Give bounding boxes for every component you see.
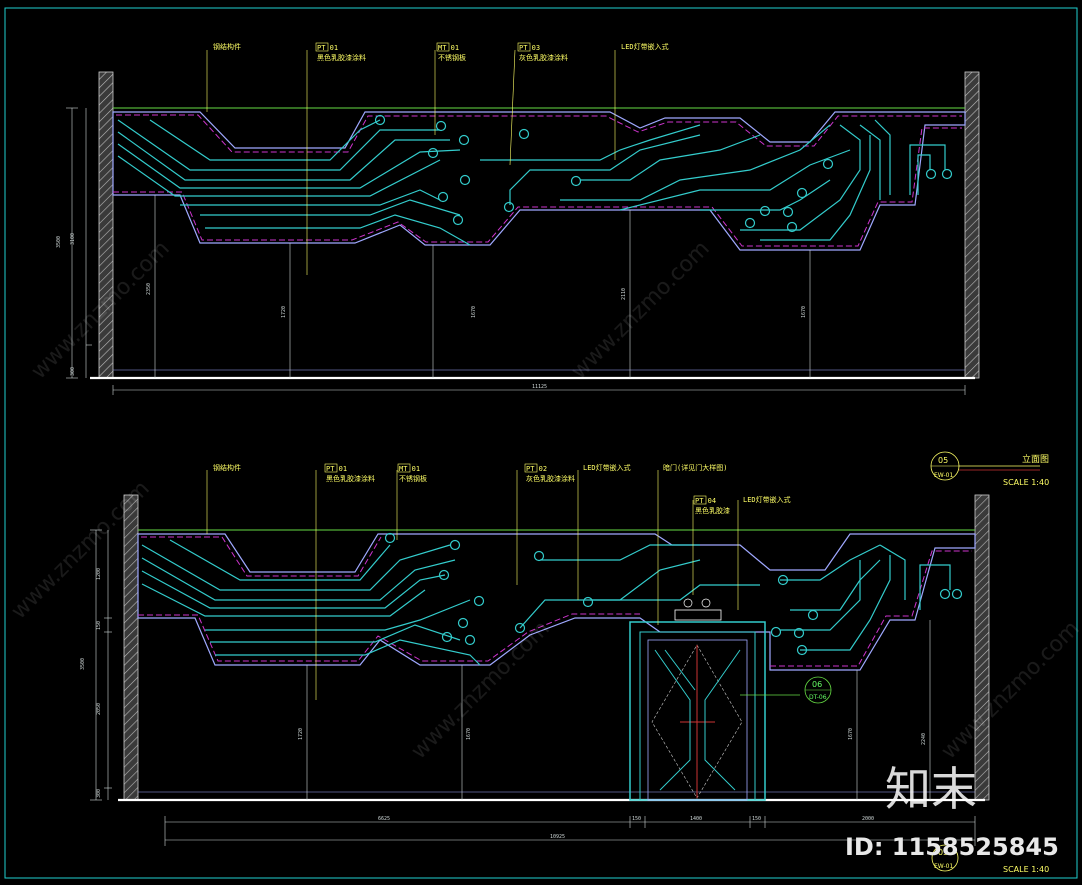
watermark-site-2: www.znzmo.com <box>567 236 715 384</box>
door-detail-bubble: 06 DT-06 <box>804 676 832 704</box>
dim-b-h-2: 1400 <box>690 816 702 822</box>
tags-top: 钢结构件 PT 01 黑色乳胶漆涂料 MT 01 不锈钢板 PT 03 灰色乳胶… <box>213 42 669 62</box>
tag-b-0-desc: 钢结构件 <box>213 463 241 472</box>
tag-b-2-desc: 不锈钢板 <box>399 474 427 483</box>
dim-inner-b: 1670 <box>471 306 477 318</box>
dim-b-inner-d: 2240 <box>921 733 927 745</box>
elevation-top: 3500 3100 2350 300 1720 1670 2110 1670 1… <box>56 42 1049 487</box>
watermark-logo: 知末 <box>885 762 977 816</box>
left-wall-b <box>123 494 139 801</box>
door-bubble-num: 06 <box>812 680 822 689</box>
dim-h-total: 11125 <box>532 384 547 390</box>
left-wall <box>98 71 114 379</box>
right-wall <box>964 71 980 379</box>
view-scale-label: SCALE 1:40 <box>1003 478 1049 487</box>
bubble-b-ref: EW-01 <box>934 863 953 870</box>
tag-b-2-code: MT 01 <box>399 465 420 473</box>
feature-band-outline <box>112 111 966 251</box>
dim-b-h-3: 150 <box>752 816 761 822</box>
view-title-label: 立面图 <box>1022 453 1049 465</box>
tag-top-4-desc: LED灯带嵌入式 <box>621 42 669 51</box>
circuit-traces-top <box>117 119 946 246</box>
tag-leaders-bottom <box>206 470 739 700</box>
bubble-b-num: 05 <box>938 848 948 857</box>
tag-b-4-desc: LED灯带嵌入式 <box>583 463 631 472</box>
tag-b-1-desc: 黑色乳胶漆涂料 <box>326 474 375 483</box>
tag-leaders-top <box>206 49 616 275</box>
bubble-top-num: 05 <box>938 456 948 465</box>
dims-bottom <box>90 529 976 846</box>
watermark-id: ID: 1158525845 <box>845 833 1059 861</box>
dim-b-h-0: 6625 <box>378 816 390 822</box>
tag-top-2-desc: 不锈钢板 <box>438 53 466 62</box>
dim-v-total: 3500 <box>56 236 62 248</box>
dim-b-v-band: 1200 <box>96 568 102 580</box>
tags-bottom: 钢结构件 PT 01 黑色乳胶漆涂料 MT 01 不锈钢板 PT 02 灰色乳胶… <box>213 463 791 515</box>
dim-inner-c: 2110 <box>621 288 627 300</box>
tag-top-3-code: PT 03 <box>519 44 540 52</box>
tag-top-3-desc: 灰色乳胶漆涂料 <box>519 53 568 62</box>
tag-b-3-desc: 灰色乳胶漆涂料 <box>526 474 575 483</box>
tag-b-6-code: PT 04 <box>695 497 716 505</box>
watermark-site-5: www.znzmo.com <box>937 616 1082 764</box>
dim-b-inner-a: 1720 <box>298 728 304 740</box>
door-bubble-ref: DT-06 <box>809 694 827 701</box>
dim-b-inner-b: 1670 <box>466 728 472 740</box>
right-wall-b <box>974 494 990 801</box>
dim-inner-a: 1720 <box>281 306 287 318</box>
dim-b-inner-c: 1670 <box>848 728 854 740</box>
dim-v-band: 2350 <box>146 283 152 295</box>
bubble-top-ref: EW-01 <box>934 472 953 479</box>
dim-v-inner: 3100 <box>70 233 76 245</box>
tag-b-7-desc: LED灯带嵌入式 <box>743 495 791 504</box>
circuit-nodes-top <box>374 114 953 233</box>
led-strip-line <box>113 114 962 247</box>
view-scale-label-b: SCALE 1:40 <box>1003 865 1049 874</box>
tag-top-2-code: MT 01 <box>438 44 459 52</box>
dim-inner-d: 1670 <box>801 306 807 318</box>
tag-b-5-desc: 暗门(详见门大样图) <box>663 463 727 472</box>
tag-b-1-code: PT 01 <box>326 465 347 473</box>
tag-top-1-desc: 黑色乳胶漆涂料 <box>317 53 366 62</box>
dims-vertical-top <box>66 107 966 395</box>
circuit-nodes-bottom <box>384 532 963 656</box>
watermark-layer: www.znzmo.com www.znzmo.com www.znzmo.co… <box>7 236 1082 861</box>
view-title-bubble-b: 05 EW-01 SCALE 1:40 <box>931 844 1049 874</box>
dim-b-v-base: 300 <box>96 789 102 798</box>
dim-b-v-lower: 2050 <box>96 703 102 715</box>
sheet-border <box>4 7 1078 879</box>
tag-top-1-code: PT 01 <box>317 44 338 52</box>
hidden-door <box>629 598 800 801</box>
dim-b-v-total: 3500 <box>80 658 86 670</box>
dim-b-h-4: 2000 <box>862 816 874 822</box>
led-strip-line-b <box>138 536 972 667</box>
tag-b-6-desc: 黑色乳胶漆 <box>695 506 730 515</box>
tag-top-0-desc: 钢结构件 <box>213 42 241 51</box>
dim-v-base: 300 <box>70 367 76 376</box>
elevation-bottom: 06 DT-06 3500 1200 150 2 <box>80 463 1049 874</box>
tag-b-3-code: PT 02 <box>526 465 547 473</box>
dim-b-v-gap: 150 <box>96 621 102 630</box>
view-title-bubble: 05 EW-01 立面图 SCALE 1:40 <box>930 451 1049 487</box>
dim-b-h-1: 150 <box>632 816 641 822</box>
watermark-site-4: www.znzmo.com <box>407 616 555 764</box>
circuit-traces-bottom <box>141 539 951 666</box>
dim-b-h-total: 10925 <box>550 834 565 840</box>
